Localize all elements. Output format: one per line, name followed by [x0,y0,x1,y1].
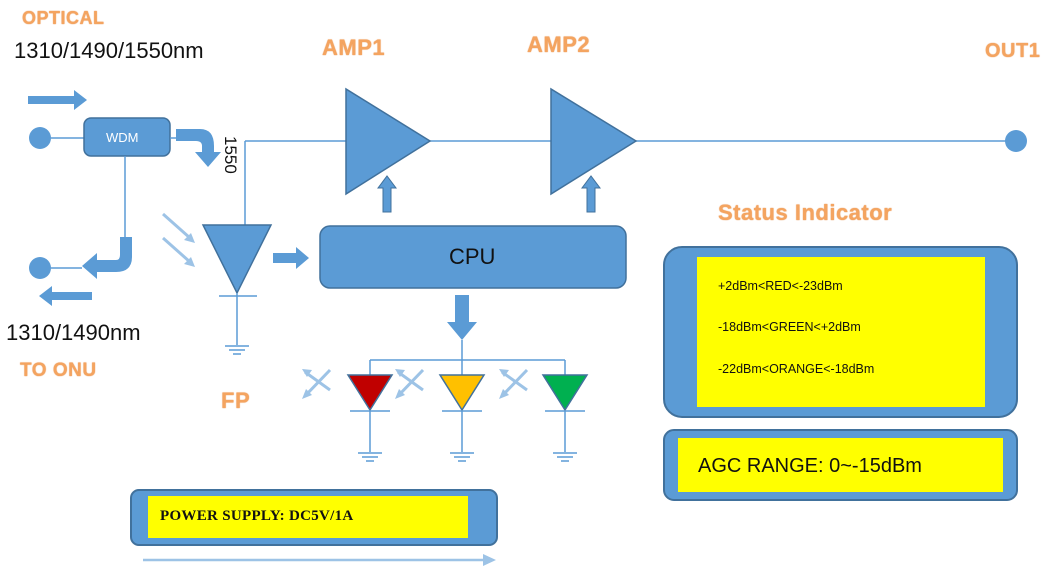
fp-to-cpu-arrow-icon [273,247,309,269]
out1-label: OUT1 [985,40,1041,62]
status-indicator-title: Status Indicator [718,200,893,225]
wdm-label: WDM [106,130,139,145]
led-red [346,374,394,412]
wdm-1550-bend-arrow-icon [176,129,221,167]
input-wavelengths-label: 1310/1490/1550nm [14,38,204,63]
wdm-box [83,117,171,157]
led-orange [438,374,486,412]
status-panel-inner [697,257,985,407]
status-green-range: -18dBm<GREEN<+2dBm [718,320,861,334]
return-arrow-icon [39,286,92,306]
return-bend-arrow-icon [82,237,132,279]
fp-light-icon [162,212,195,267]
agc-range-label: AGC RANGE: 0~-15dBm [698,455,922,477]
return-wavelengths-label: 1310/1490nm [6,320,141,345]
status-red-range: +2dBm<RED<-23dBm [718,279,843,293]
status-orange-range: -22dBm<ORANGE<-18dBm [718,362,875,376]
to-onu-label: TO ONU [20,360,97,381]
branch-1550-label: 1550 [221,136,240,174]
output-port [1005,130,1027,152]
amp1-triangle [345,87,432,196]
power-supply-label: POWER SUPPLY: DC5V/1A [160,508,354,524]
led-orange-light-icon [395,368,425,399]
power-panel-inner [148,496,468,538]
amp1-label: AMP1 [322,35,386,60]
cpu-to-led-arrow-icon [447,295,477,340]
optical-label: OPTICAL [22,8,105,28]
power-arrow-icon [483,554,496,566]
led-green [541,374,589,412]
cpu-to-amp1-arrow-icon [377,175,397,213]
cpu-box [319,225,627,289]
input-port [29,127,51,149]
cpu-label: CPU [449,244,496,269]
amp2-label: AMP2 [527,32,591,57]
input-arrow-icon [28,90,87,110]
agc-panel-inner [678,438,1003,492]
amp2-triangle [550,87,638,196]
fp-photodiode [201,224,273,295]
led-green-light-icon [499,368,529,399]
led-red-light-icon [302,368,332,399]
fp-label: FP [221,388,251,413]
return-port [29,257,51,279]
cpu-to-amp2-arrow-icon [581,175,601,213]
